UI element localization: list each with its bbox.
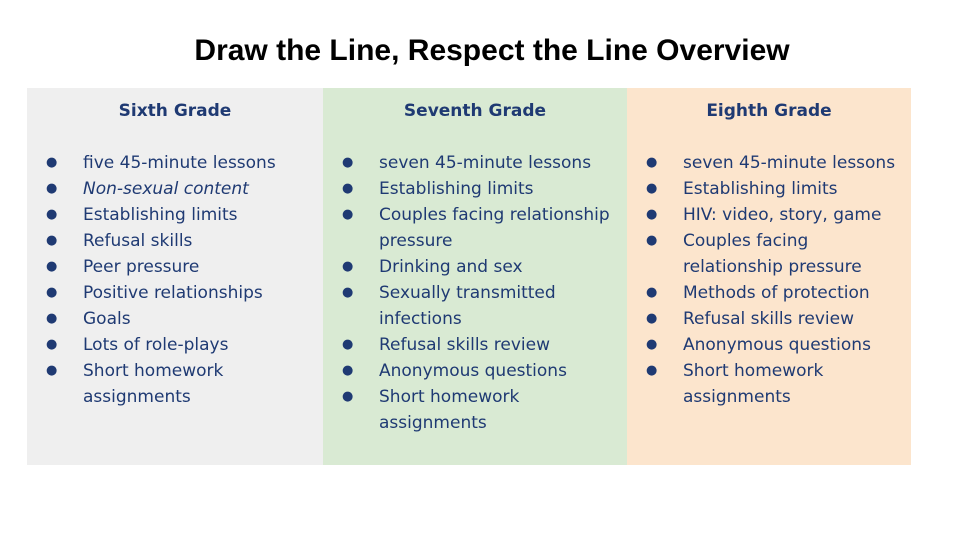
bullet-icon: ● <box>342 181 354 196</box>
sixth-grade-heading: Sixth Grade <box>118 101 232 121</box>
list-item: ●Anonymous questions <box>627 332 911 358</box>
list-item: ●Peer pressure <box>27 254 323 280</box>
slide-title: Draw the Line, Respect the Line Overview <box>194 34 790 67</box>
bullet-icon: ● <box>646 285 658 300</box>
sixth-grade-column: Sixth Grade ●five 45-minute lessons ●Non… <box>27 88 323 465</box>
bullet-icon: ● <box>646 233 658 248</box>
list-item: ●Lots of role-plays <box>27 332 323 358</box>
bullet-icon: ● <box>342 389 354 404</box>
bullet-icon: ● <box>646 311 658 326</box>
list-item: ●Positive relationships <box>27 280 323 306</box>
bullet-icon: ● <box>46 285 58 300</box>
list-item: ●Anonymous questions <box>323 358 627 384</box>
bullet-icon: ● <box>342 363 354 378</box>
bullet-icon: ● <box>646 207 658 222</box>
list-item: ●Couples facing relationship pressure <box>627 228 911 280</box>
bullet-icon: ● <box>46 337 58 352</box>
list-item: ●Methods of protection <box>627 280 911 306</box>
list-item: ●Drinking and sex <box>323 254 627 280</box>
list-item: ●Goals <box>27 306 323 332</box>
bullet-icon: ● <box>342 207 354 222</box>
bullet-icon: ● <box>46 233 58 248</box>
bullet-icon: ● <box>46 207 58 222</box>
list-item: ●Short homework assignments <box>27 358 323 410</box>
list-item: ●Establishing limits <box>627 176 911 202</box>
eighth-grade-list: ●seven 45-minute lessons ●Establishing l… <box>627 150 911 410</box>
bullet-icon: ● <box>46 181 58 196</box>
bullet-icon: ● <box>342 155 354 170</box>
list-item: ●Short homework assignments <box>323 384 627 436</box>
list-item: ●seven 45-minute lessons <box>627 150 911 176</box>
seventh-grade-column: Seventh Grade ●seven 45-minute lessons ●… <box>323 88 627 465</box>
bullet-icon: ● <box>46 363 58 378</box>
list-item: ●Couples facing relationship pressure <box>323 202 627 254</box>
eighth-grade-heading: Eighth Grade <box>706 101 832 121</box>
bullet-icon: ● <box>646 181 658 196</box>
eighth-grade-column: Eighth Grade ●seven 45-minute lessons ●E… <box>627 88 911 465</box>
seventh-grade-list: ●seven 45-minute lessons ●Establishing l… <box>323 150 627 436</box>
bullet-icon: ● <box>342 285 354 300</box>
list-item: ●Sexually transmitted infections <box>323 280 627 332</box>
bullet-icon: ● <box>46 311 58 326</box>
bullet-icon: ● <box>46 155 58 170</box>
list-item: ●Refusal skills review <box>627 306 911 332</box>
sixth-grade-list: ●five 45-minute lessons ●Non-sexual cont… <box>27 150 323 410</box>
list-item: ●Refusal skills review <box>323 332 627 358</box>
bullet-icon: ● <box>342 337 354 352</box>
seventh-grade-heading: Seventh Grade <box>403 101 547 121</box>
list-item: ●Establishing limits <box>323 176 627 202</box>
bullet-icon: ● <box>342 259 354 274</box>
bullet-icon: ● <box>646 155 658 170</box>
bullet-icon: ● <box>646 363 658 378</box>
list-item: ●Establishing limits <box>27 202 323 228</box>
list-item: ●Short homework assignments <box>627 358 911 410</box>
bullet-icon: ● <box>646 337 658 352</box>
list-item: ●five 45-minute lessons <box>27 150 323 176</box>
list-item: ●Refusal skills <box>27 228 323 254</box>
bullet-icon: ● <box>46 259 58 274</box>
list-item: ●HIV: video, story, game <box>627 202 911 228</box>
list-item: ●Non-sexual content <box>27 176 323 202</box>
list-item: ●seven 45-minute lessons <box>323 150 627 176</box>
grade-overview-table: Sixth Grade ●five 45-minute lessons ●Non… <box>27 88 911 465</box>
